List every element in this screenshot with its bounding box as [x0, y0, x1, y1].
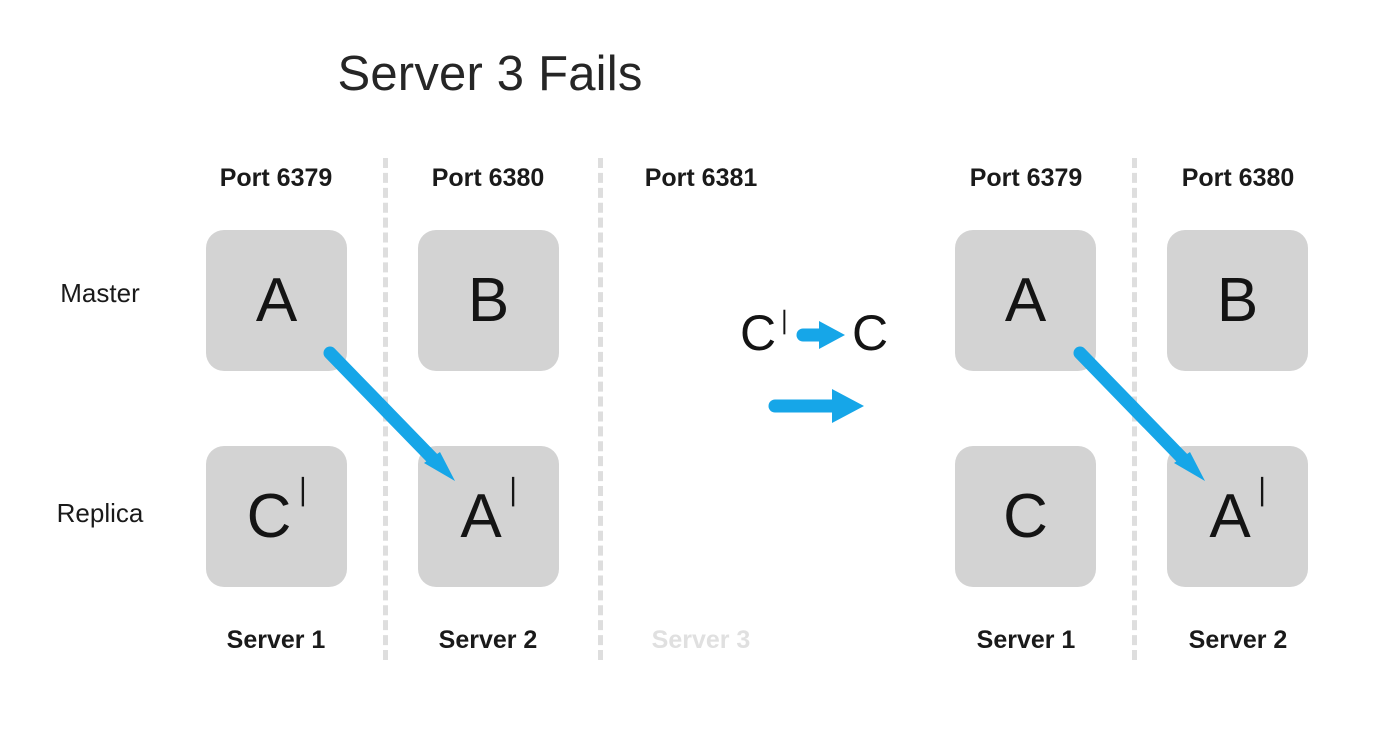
port-label-left-3: Port 6381	[644, 164, 758, 192]
server-label-right-1: Server 1	[976, 626, 1076, 654]
node-right-server1-replica[interactable]: C	[955, 446, 1096, 587]
port-label-left-1: Port 6379	[219, 164, 333, 192]
middle-transform-target: C	[852, 308, 888, 358]
port-label-left-2: Port 6380	[431, 164, 545, 192]
port-label-right-2: Port 6380	[1181, 164, 1295, 192]
page-title: Server 3 Fails	[337, 47, 643, 101]
transition-arrow	[768, 389, 864, 423]
node-glyph: B	[1216, 265, 1259, 335]
middle-transform-source-glyph: C	[740, 305, 777, 361]
node-glyph: A	[255, 265, 298, 335]
node-right-server2-master[interactable]: B	[1167, 230, 1308, 371]
node-left-server2-replica[interactable]: A ∣	[418, 446, 559, 587]
node-glyph: C	[246, 481, 292, 551]
port-label-right-1: Port 6379	[969, 164, 1083, 192]
node-glyph: A	[460, 481, 502, 551]
server-label-right-2: Server 2	[1188, 626, 1288, 654]
node-prime-mark: ∣	[1254, 473, 1270, 507]
node-glyph: C	[1003, 481, 1048, 551]
node-left-server2-master[interactable]: B	[418, 230, 559, 371]
divider-right-1	[1132, 158, 1137, 660]
divider-left-2	[598, 158, 603, 660]
middle-transform-source: C∣	[740, 305, 791, 361]
node-glyph: A	[1209, 481, 1251, 551]
node-glyph: B	[467, 265, 510, 335]
node-prime-mark: ∣	[295, 473, 311, 507]
node-left-server1-replica[interactable]: C ∣	[206, 446, 347, 587]
server-label-left-2: Server 2	[438, 626, 538, 654]
node-right-server1-master[interactable]: A	[955, 230, 1096, 371]
divider-left-1	[383, 158, 388, 660]
server-label-left-3: Server 3	[651, 626, 751, 654]
middle-transform-source-prime: ∣	[778, 307, 791, 335]
row-label-master: Master	[60, 278, 140, 308]
node-glyph: A	[1004, 265, 1047, 335]
node-right-server2-replica[interactable]: A ∣	[1167, 446, 1308, 587]
node-left-server1-master[interactable]: A	[206, 230, 347, 371]
inline-transform-arrow	[796, 321, 845, 349]
server-label-left-1: Server 1	[226, 626, 326, 654]
node-prime-mark: ∣	[505, 473, 521, 507]
row-label-replica: Replica	[56, 498, 144, 528]
middle-transform-target-glyph: C	[852, 305, 889, 361]
